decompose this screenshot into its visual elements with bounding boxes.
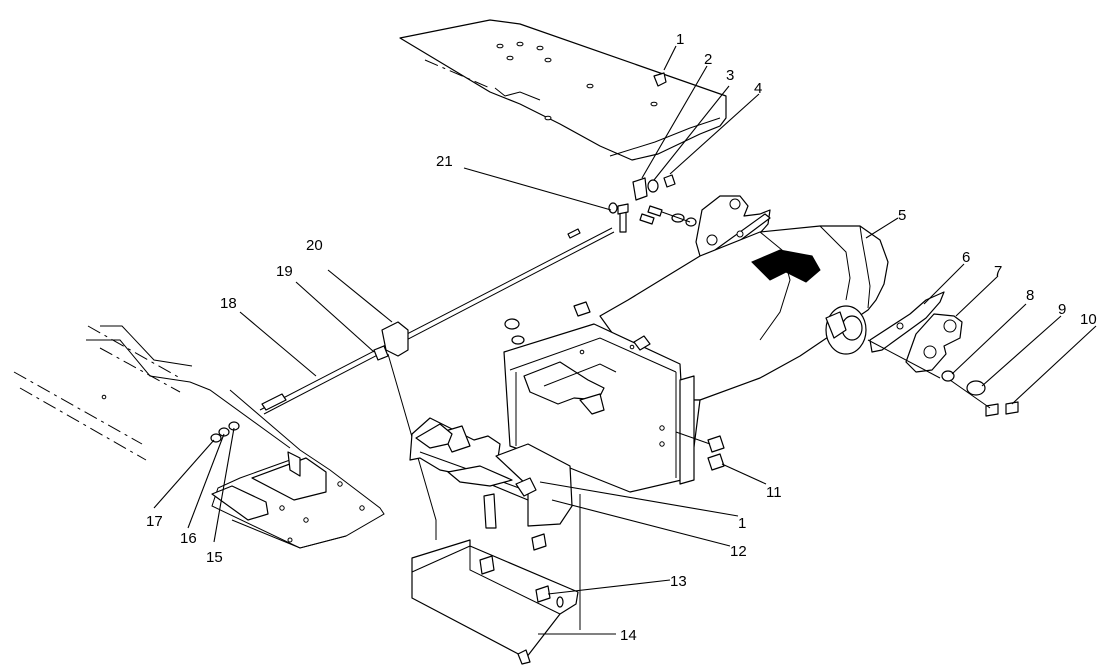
callout-1-lower: 1 [738,515,746,532]
callout-15: 15 [206,549,223,566]
callout-8: 8 [1026,287,1034,304]
washer-3 [647,179,659,193]
callout-2: 2 [704,51,712,68]
callout-21: 21 [436,153,453,170]
callout-14: 14 [620,627,637,644]
callout-6: 6 [962,249,970,266]
nut-1 [653,72,667,87]
callout-13: 13 [670,573,687,590]
callout-labels: 1 2 3 4 5 6 7 8 9 10 11 1 12 13 14 15 16… [146,31,1097,644]
callout-1-top: 1 [676,31,684,48]
bracket-hardware-top [608,72,676,233]
callout-17: 17 [146,513,163,530]
leader-lines [153,45,1097,635]
callout-19: 19 [276,263,293,280]
control-rod [259,227,615,540]
callout-16: 16 [180,530,197,547]
washer-21 [608,202,618,214]
callout-3: 3 [726,67,734,84]
pin-19 [373,345,389,361]
callout-11: 11 [766,484,782,501]
callout-7: 7 [994,263,1002,280]
nut-4 [663,174,676,188]
main-housing [503,225,889,493]
callout-20: 20 [306,237,323,254]
callout-12: 12 [730,543,747,560]
callout-18: 18 [220,295,237,312]
bolt-21 [619,211,627,233]
callout-9: 9 [1058,301,1066,318]
callout-10: 10 [1080,311,1097,328]
pedal-bracket [409,417,581,630]
callout-5: 5 [898,207,906,224]
bracket-2 [632,177,648,201]
top-floor-plate [399,19,727,161]
callout-4: 4 [754,80,762,97]
lower-left-chassis [13,325,385,549]
side-link-assembly [867,291,1019,417]
cover-plate [411,539,579,665]
